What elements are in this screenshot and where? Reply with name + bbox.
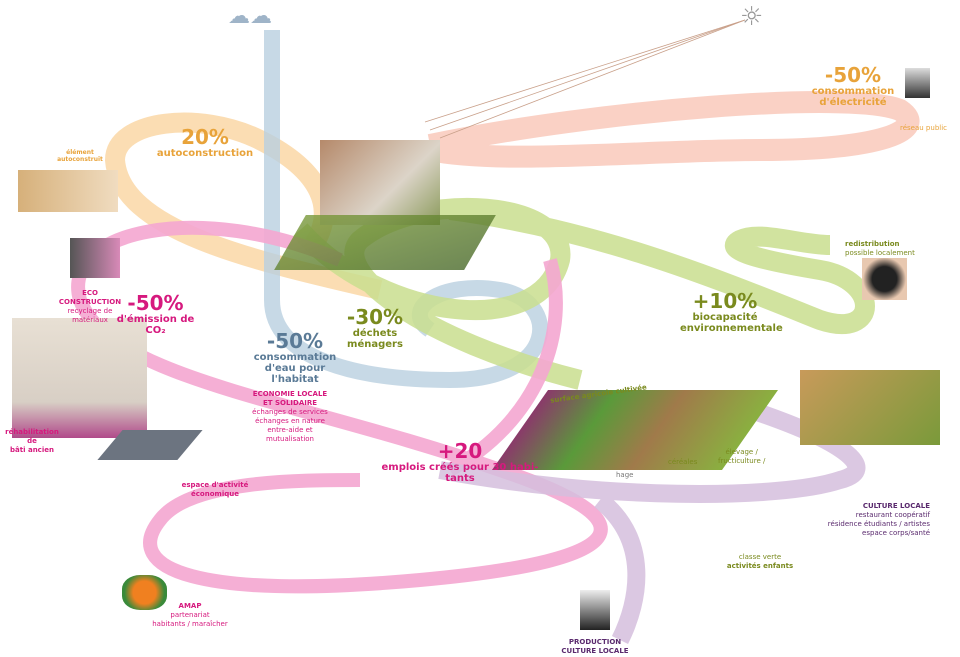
amap-line-1: partenariat xyxy=(170,611,210,620)
autoconstruction-photo xyxy=(18,170,118,212)
economie-item: échanges en nature xyxy=(255,417,325,426)
economie-caption: ECONOMIE LOCALE ET SOLIDAIRE échanges de… xyxy=(245,390,335,445)
culture-caption: CULTURE LOCALE restaurant coopératif rés… xyxy=(820,502,930,538)
cereals-label: céréales xyxy=(668,458,698,466)
autoconstruction-caption: élément autoconstruit xyxy=(57,149,103,163)
rehabilitation-line-1: réhabilitation de xyxy=(5,428,59,446)
potter-photo xyxy=(580,590,610,630)
electricity-stat: -50% consommation d'électricité xyxy=(808,64,898,108)
electricity-value: -50% xyxy=(824,63,882,87)
classe-line-1: classe verte xyxy=(738,553,782,561)
waste-label-1: déchets xyxy=(352,328,398,339)
partial-label: hage xyxy=(616,471,634,479)
waste-stat: -30% déchets ménagers xyxy=(345,306,405,350)
livestock-caption: élevage / fructiculture / xyxy=(718,448,765,466)
culture-item: espace corps/santé xyxy=(862,529,930,538)
water-value: -50% xyxy=(266,329,324,353)
waste-label-2: ménagers xyxy=(347,339,403,350)
biocapacity-band xyxy=(292,198,875,390)
culture-title: CULTURE LOCALE xyxy=(862,502,930,510)
livestock-line-2: fructiculture / xyxy=(718,457,766,466)
amap-title: AMAP xyxy=(178,602,202,610)
housing-building-image xyxy=(320,140,440,225)
eco-construction-title: ECO CONSTRUCTION xyxy=(58,289,122,307)
public-network-label: réseau public xyxy=(900,124,947,132)
production-caption: PRODUCTION CULTURE LOCALE xyxy=(555,638,635,656)
culture-item: résidence étudiants / artistes xyxy=(827,520,930,529)
biocapacity-label-1: biocapacité xyxy=(692,312,758,323)
production-line-1: PRODUCTION xyxy=(568,638,622,646)
partial-caption: hage xyxy=(616,471,633,480)
power-pylon-photo xyxy=(905,68,930,98)
economie-item: échanges de services xyxy=(252,408,328,417)
production-line-2: CULTURE LOCALE xyxy=(561,647,629,656)
water-stat: -50% consommation d'eau pour l'habitat xyxy=(245,330,345,385)
electricity-band xyxy=(427,91,920,168)
autoconstruction-stat: 20% autoconstruction xyxy=(150,126,260,159)
amap-line-2: habitants / maraîcher xyxy=(152,620,228,629)
amap-caption: AMAP partenariat habitants / maraîcher xyxy=(150,602,230,629)
rehabilitation-caption: réhabilitation de bâti ancien xyxy=(2,428,62,455)
jobs-value: +20 xyxy=(437,439,483,463)
water-label-1: consommation xyxy=(253,352,337,363)
biocapacity-label-2: environnementale xyxy=(680,323,783,334)
redistribution-caption: redistribution possible localement xyxy=(845,240,915,258)
eco-house-image xyxy=(800,370,940,445)
economie-title-2: ET SOLIDAIRE xyxy=(262,399,318,408)
housing-garden-image xyxy=(274,215,496,270)
electricity-caption: réseau public xyxy=(900,124,947,133)
water-label-2: d'eau pour l'habitat xyxy=(264,363,326,385)
vegetables-photo xyxy=(122,575,167,610)
co2-stat: -50% d'émission de CO₂ xyxy=(108,292,203,336)
rehabilitation-line-2: bâti ancien xyxy=(10,446,54,455)
sun-icon: ☼ xyxy=(740,2,764,32)
sun-rays xyxy=(424,19,746,139)
jobs-stat: +20 emplois créés pour 30 habi- tants xyxy=(380,440,540,484)
water-band xyxy=(264,30,549,389)
waste-value: -30% xyxy=(346,305,404,329)
biocapacity-value: +10% xyxy=(692,289,758,313)
autoconstruction-label: autoconstruction xyxy=(156,148,254,159)
eco-construction-subtitle: recyclage de matériaux xyxy=(67,307,113,325)
redistribution-title: redistribution xyxy=(845,240,900,248)
old-buildings-image xyxy=(12,318,147,438)
autoconstruction-value: 20% xyxy=(181,125,229,149)
classe-caption: classe verte activités enfants xyxy=(725,553,795,571)
jobs-label-1: emplois créés pour 30 habi- xyxy=(381,462,539,473)
hands-plant-photo xyxy=(862,258,907,300)
culture-item: restaurant coopératif xyxy=(855,511,930,520)
eco-construction-photo xyxy=(70,238,120,278)
activity-space-caption: espace d'activité économique xyxy=(160,481,270,499)
activity-space-label: espace d'activité économique xyxy=(181,481,249,499)
classe-line-2: activités enfants xyxy=(726,562,794,571)
co2-label: d'émission de CO₂ xyxy=(116,314,195,336)
economie-item: entre-aide et mutualisation xyxy=(266,426,314,444)
economie-title-1: ECONOMIE LOCALE xyxy=(252,390,328,398)
eco-construction-caption: ECO CONSTRUCTION recyclage de matériaux xyxy=(50,289,130,325)
jobs-label-2: tants xyxy=(445,473,475,484)
biocapacity-stat: +10% biocapacité environnementale xyxy=(680,289,783,334)
co2-value: -50% xyxy=(127,291,184,315)
rain-cloud-icon: ☁☁ xyxy=(228,4,272,29)
electricity-label-2: d'électricité xyxy=(819,97,887,108)
electricity-label-1: consommation xyxy=(811,86,895,97)
redistribution-subtitle: possible localement xyxy=(845,249,915,258)
livestock-line-1: élevage / xyxy=(725,448,758,456)
cereals-caption: céréales xyxy=(668,458,697,467)
autoconstruction-band xyxy=(104,112,383,300)
